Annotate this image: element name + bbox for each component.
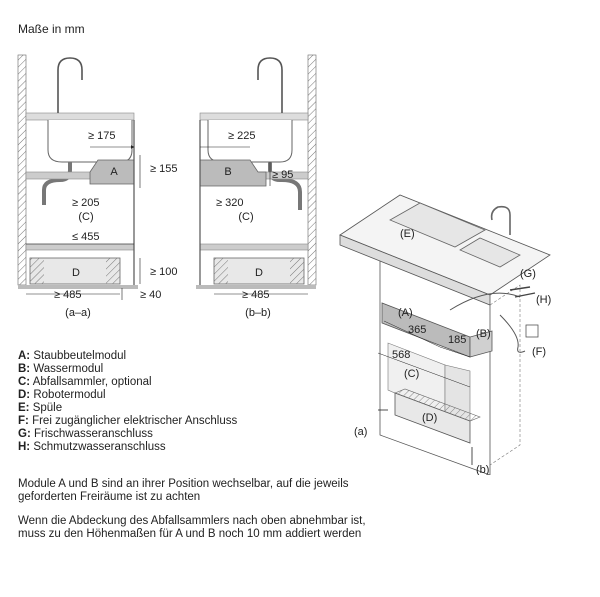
- svg-text:D: D: [255, 267, 263, 279]
- svg-text:(b): (b): [476, 464, 489, 475]
- svg-text:≥ 100: ≥ 100: [150, 266, 177, 278]
- legend-item: G: Frischwasseranschluss: [18, 428, 153, 440]
- caption-b: (b–b): [245, 307, 271, 319]
- isometric-view: (E) (A) (B) (C) (D) (F) (G) (H) (a) (b) …: [339, 194, 551, 475]
- svg-text:(a): (a): [354, 426, 367, 438]
- svg-text:(F): (F): [532, 346, 546, 358]
- left-section-view: A D (C) ≥ 175 ≥ 155 ≥ 205 ≤ 455 ≥ 100 ≥ …: [17, 54, 177, 319]
- svg-text:365: 365: [408, 324, 426, 336]
- left-wall: [17, 54, 27, 286]
- right-wall: [307, 54, 317, 286]
- legend-item: D: Robotermodul: [18, 389, 106, 401]
- legend-item: A: Staubbeutelmodul: [18, 350, 127, 362]
- label-b: B: [224, 166, 231, 178]
- label-a: A: [110, 166, 118, 178]
- svg-text:(B): (B): [476, 328, 491, 340]
- legend: A: Staubbeutelmodul B: Wassermodul C: Ab…: [18, 350, 237, 454]
- page-title: Maße in mm: [18, 22, 85, 36]
- label-c: (C): [78, 211, 93, 223]
- svg-text:≥ 485: ≥ 485: [242, 289, 269, 301]
- legend-item: B: Wassermodul: [18, 363, 104, 375]
- svg-text:≥ 175: ≥ 175: [88, 130, 115, 142]
- sink-bowl: [47, 120, 133, 163]
- installation-diagram: A D (C) ≥ 175 ≥ 155 ≥ 205 ≤ 455 ≥ 100 ≥ …: [17, 54, 317, 319]
- right-section-view: B D (C) ≥ 225 ≥ 95 ≥ 320 ≥ 485 (b–b): [196, 54, 317, 319]
- svg-text:≥ 155: ≥ 155: [150, 163, 177, 175]
- legend-item: F: Frei zugänglicher elektrischer Anschl…: [18, 415, 238, 427]
- svg-text:≥ 320: ≥ 320: [216, 197, 243, 209]
- note-modules: Module A und B sind an ihrer Position we…: [18, 478, 349, 503]
- svg-text:(C): (C): [404, 368, 419, 380]
- svg-text:(H): (H): [536, 294, 551, 306]
- module-b: [199, 159, 267, 187]
- legend-item: C: Abfallsammler, optional: [18, 376, 152, 388]
- svg-text:568: 568: [392, 349, 410, 361]
- svg-text:(C): (C): [238, 211, 253, 223]
- svg-text:≥ 205: ≥ 205: [72, 197, 99, 209]
- legend-item: E: Spüle: [18, 402, 63, 414]
- label-d: D: [72, 267, 80, 279]
- svg-text:(G): (G): [520, 268, 536, 280]
- svg-text:≤ 455: ≤ 455: [72, 231, 99, 243]
- svg-text:(A): (A): [398, 307, 413, 319]
- caption-a: (a–a): [65, 307, 91, 319]
- svg-text:(E): (E): [400, 228, 415, 240]
- svg-text:185: 185: [448, 334, 466, 346]
- note-cover: Wenn die Abdeckung des Abfallsammlers na…: [18, 515, 366, 540]
- tap: [57, 57, 83, 113]
- svg-text:≥ 225: ≥ 225: [228, 130, 255, 142]
- worktop: [25, 112, 135, 121]
- svg-text:(D): (D): [422, 412, 437, 424]
- svg-text:≥ 485: ≥ 485: [54, 289, 81, 301]
- svg-text:≥ 40: ≥ 40: [140, 289, 161, 301]
- legend-item: H: Schmutzwasseranschluss: [18, 441, 166, 453]
- svg-text:≥ 95: ≥ 95: [272, 169, 293, 181]
